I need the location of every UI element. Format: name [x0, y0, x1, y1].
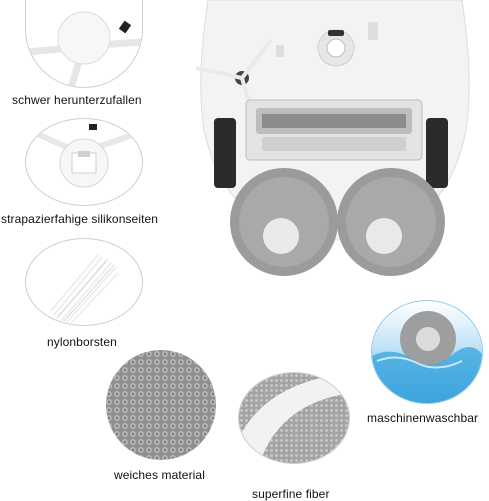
label-machine-washable: maschinenwaschbar [367, 411, 479, 425]
label-nylon-bristles: nylonborsten [47, 335, 117, 349]
side-brush-hub-image [26, 11, 142, 87]
water-splash-image [372, 301, 482, 403]
nylon-bristles-closeup-circle [25, 238, 143, 326]
silicone-hub-image [26, 124, 142, 188]
silicone-side-closeup-circle [25, 118, 143, 206]
nylon-bristles-image [50, 254, 119, 324]
fiber-texture-image [239, 373, 349, 463]
machine-washable-circle [371, 300, 483, 404]
label-fall-resistant: schwer herunterzufallen [12, 93, 142, 107]
label-superfine-fiber: superfine fiber [252, 487, 330, 501]
superfine-fiber-circle [238, 372, 350, 464]
side-brush-closeup-circle [25, 0, 143, 88]
robot-vacuum-underside-image [195, 0, 474, 290]
soft-material-circle [105, 350, 217, 460]
soft-material-texture-image [106, 350, 216, 460]
label-soft-material: weiches material [114, 468, 205, 482]
label-silicone-sides: strapazierfahige silikonseiten [1, 212, 159, 226]
